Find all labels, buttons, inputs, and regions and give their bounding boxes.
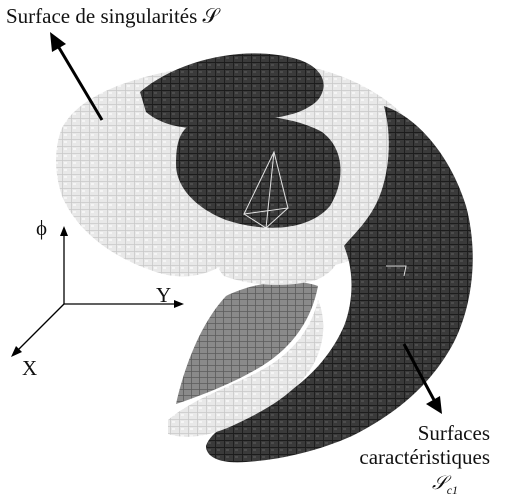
characteristic-surfaces-line1: Surfaces — [359, 422, 490, 446]
characteristic-surfaces-line2: caractéristiques — [359, 446, 490, 470]
characteristic-symbol-subscript: c1 — [447, 483, 458, 497]
singularity-arrow — [50, 32, 102, 120]
singularity-surface-label: Surface de singularités 𝒮 — [6, 6, 219, 27]
y-axis-label: Y — [156, 285, 171, 306]
x-axis-label: X — [22, 358, 37, 379]
phi-axis-label: ϕ — [36, 218, 47, 239]
light-voxel-wedge — [217, 240, 339, 285]
characteristic-symbol-letter: 𝒮 — [432, 473, 447, 494]
characteristic-surfaces-symbol: 𝒮c1 — [432, 474, 458, 496]
characteristic-surfaces-label: Surfaces caractéristiques — [359, 422, 490, 469]
